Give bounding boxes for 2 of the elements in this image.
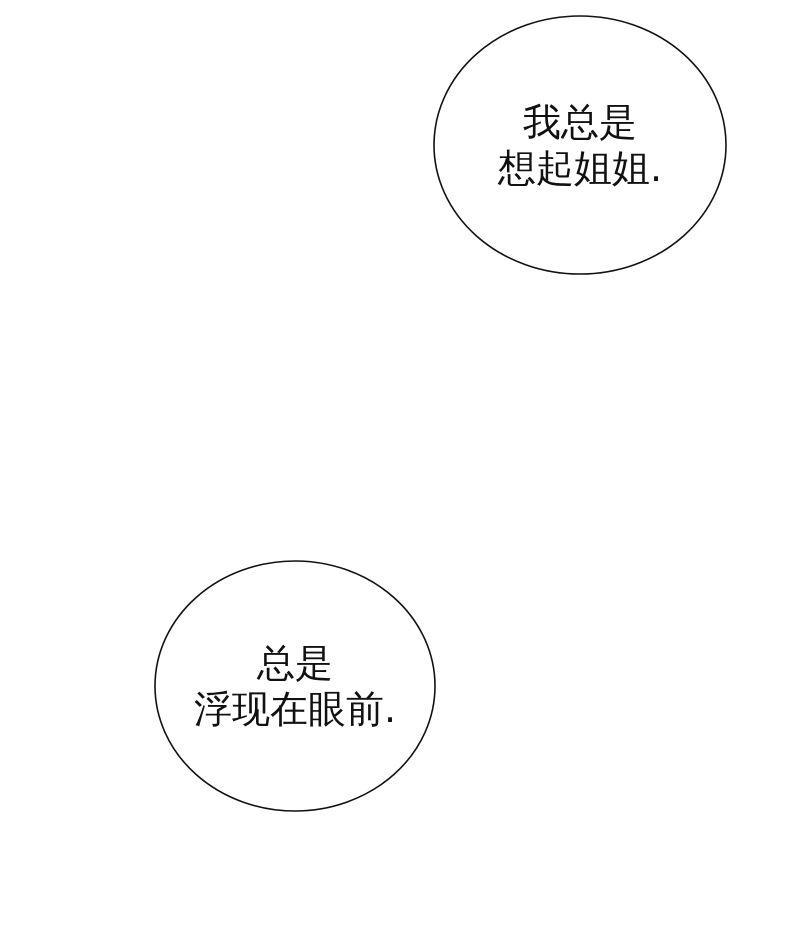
speech-text: 我总是想起姐姐. bbox=[496, 99, 664, 191]
speech-text: 总是浮现在眼前. bbox=[192, 640, 398, 732]
